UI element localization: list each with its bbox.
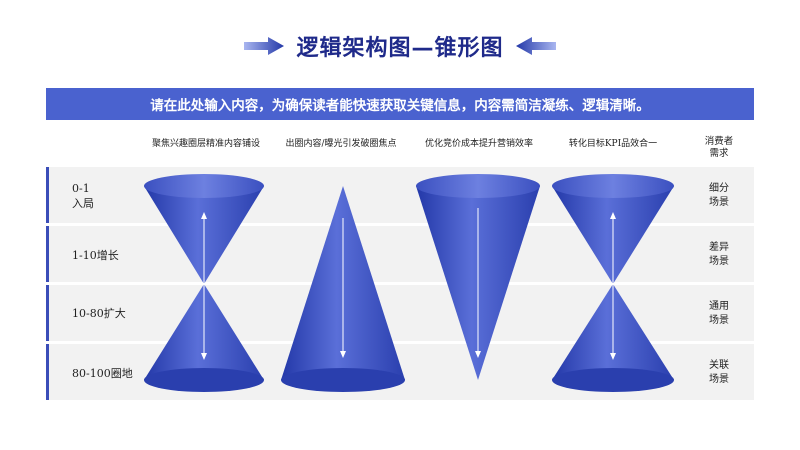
column-header-4: 转化目标KPI品效合一: [568, 139, 658, 149]
cone-hourglass-2: [552, 174, 674, 392]
row-accent: [46, 167, 49, 223]
stage-label-1-line1: 0-1: [72, 182, 90, 195]
page-title: 逻辑架构图—锥形图: [296, 36, 504, 61]
consumer-needs-header: 消费者 需求: [694, 136, 744, 160]
scene-1-line1: 细分: [709, 183, 729, 194]
stage-label-2-line1: 1-10增长: [72, 249, 119, 262]
scene-4-line2: 场景: [709, 374, 729, 385]
subtitle-banner: 请在此处输入内容，为确保读者能快速获取关键信息，内容需简洁凝练、逻辑清晰。: [46, 88, 754, 120]
row-accent: [46, 226, 49, 282]
column-header-2: 出圈内容/曝光引发破圈焦点: [285, 139, 397, 149]
consumer-header-line1: 消费者: [704, 136, 734, 147]
stage-label-4-line1: 80-100圈地: [72, 367, 133, 380]
stage-label-2: 1-10增长: [72, 248, 119, 263]
consumer-header-line2: 需求: [709, 148, 729, 159]
scene-2-line1: 差异: [709, 242, 729, 253]
title-row: 逻辑架构图—锥形图: [0, 26, 800, 66]
subtitle-text: 请在此处输入内容，为确保读者能快速获取关键信息，内容需简洁凝练、逻辑清晰。: [150, 98, 650, 114]
right-arrow-icon: [244, 37, 285, 55]
stage-label-1-line2: 入局: [72, 197, 94, 210]
stage-label-4: 80-100圈地: [72, 366, 133, 381]
scene-1: 细分 场景: [694, 182, 744, 210]
scene-4: 关联 场景: [694, 359, 744, 387]
stage-label-3-line1: 10-80扩大: [72, 307, 126, 320]
scene-2: 差异 场景: [694, 241, 744, 269]
cone-hourglass-1: [144, 174, 264, 392]
cone-upright: [281, 186, 405, 392]
cone-inverted: [416, 174, 540, 380]
scene-4-line1: 关联: [709, 360, 729, 371]
scene-2-line2: 场景: [709, 256, 729, 267]
scene-3: 通用 场景: [694, 300, 744, 328]
stage-label-3: 10-80扩大: [72, 306, 126, 321]
row-accent: [46, 344, 49, 400]
scene-3-line1: 通用: [709, 301, 729, 312]
column-header-3: 优化竞价成本提升营销效率: [424, 139, 533, 149]
scene-3-line2: 场景: [709, 315, 729, 326]
column-header-1: 聚焦兴趣圈层精准内容铺设: [151, 139, 260, 149]
scene-1-line2: 场景: [709, 197, 729, 208]
left-arrow-icon: [515, 37, 556, 55]
stage-label-1: 0-1 入局: [72, 181, 94, 211]
row-accent: [46, 285, 49, 341]
